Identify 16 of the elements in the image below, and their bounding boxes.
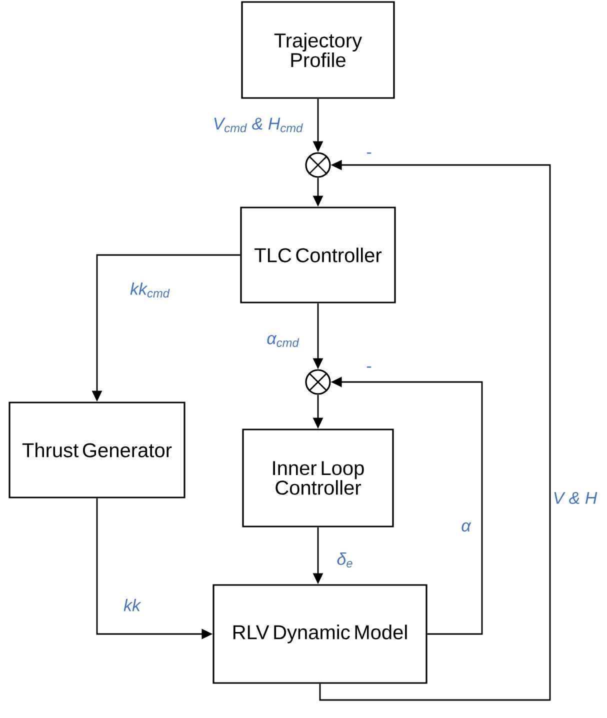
edge-label: V$_{cmd}$ & H$_{cmd}$ — [212, 116, 304, 134]
edge-label: kk$_{cmd}$ — [129, 281, 171, 299]
edge-label: V & H — [552, 491, 598, 505]
summing-junction — [305, 152, 331, 178]
edge-label: kk — [122, 598, 142, 612]
block-box: Thrust Generator — [8, 402, 186, 498]
summing-junction — [305, 369, 331, 395]
block-box: Inner Loop Controller — [242, 428, 394, 528]
edge-label: δ$_{e}$ — [336, 552, 354, 569]
minus-sign: - — [366, 366, 372, 368]
block-box: Trajectory Profile — [241, 1, 395, 99]
minus-sign: - — [366, 152, 372, 154]
edge-label: α$_{cmd}$ — [266, 334, 300, 348]
block-box: TLC Controller — [240, 206, 396, 304]
block-box: RLV Dynamic Model — [212, 584, 428, 684]
edge-label: α — [460, 521, 472, 533]
